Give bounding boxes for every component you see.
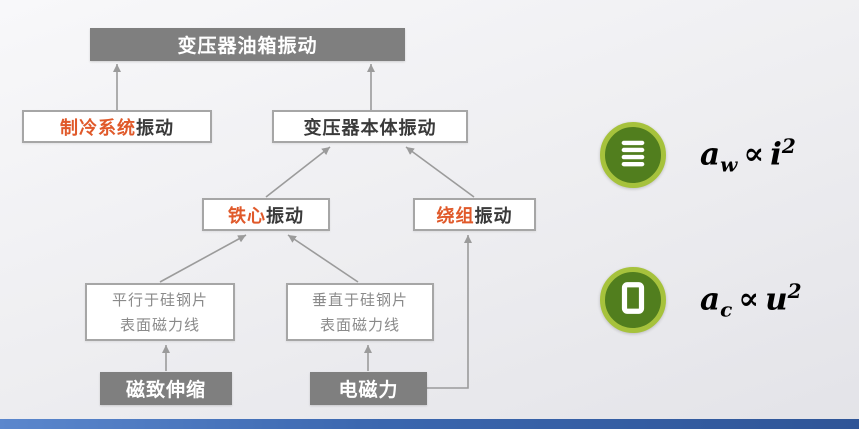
footer-accent-bar	[0, 419, 859, 429]
core-label-suffix: 振动	[266, 205, 304, 226]
formula-core: ac∝u2	[700, 279, 802, 322]
flow-node-winding: 绕组振动	[413, 198, 536, 231]
legend-core-formula-row: ac∝u2	[600, 267, 802, 333]
flow-node-magnetostriction: 磁致伸缩	[100, 372, 232, 405]
flow-node-core: 铁心振动	[202, 198, 330, 231]
connector-winding-to-body	[405, 146, 475, 198]
cooling-label-accent: 制冷系统	[60, 117, 136, 138]
connector-parallel-to-core	[159, 234, 247, 283]
flow-node-tank: 变压器油箱振动	[90, 28, 405, 61]
em-force-label: 电磁力	[338, 380, 399, 401]
parallel-line1: 平行于硅钢片	[111, 292, 208, 309]
legend-badge-winding	[600, 122, 666, 188]
cooling-label-suffix: 振动	[136, 117, 174, 138]
legend-badge-core	[600, 267, 666, 333]
formula-core-rhs: u	[765, 281, 788, 318]
connector-core-to-body	[265, 146, 331, 198]
formula-winding-lhs: a	[700, 136, 721, 173]
perpendicular-line2: 表面磁力线	[319, 317, 400, 334]
formula-core-lhs: a	[700, 281, 721, 318]
formula-core-exp: 2	[787, 278, 802, 303]
flow-node-em-force: 电磁力	[310, 372, 427, 405]
legend-winding-formula-row: aw∝i2	[600, 122, 796, 188]
formula-winding: aw∝i2	[700, 134, 796, 177]
proportional-symbol: ∝	[738, 281, 760, 318]
connector-perpendicular-to-core	[287, 234, 359, 283]
core-frame-icon	[616, 281, 650, 320]
winding-label-suffix: 振动	[474, 205, 513, 226]
magnetostriction-label: 磁致伸缩	[125, 380, 206, 401]
formula-winding-sub: w	[720, 152, 738, 177]
core-label-accent: 铁心	[228, 205, 266, 226]
flow-node-cooling: 制冷系统振动	[22, 110, 212, 143]
flow-node-body: 变压器本体振动	[272, 110, 468, 143]
perpendicular-line1: 垂直于硅钢片	[311, 292, 408, 309]
connector-emforce-to-winding	[427, 235, 472, 389]
formula-winding-rhs: i	[770, 136, 782, 173]
formula-core-sub: c	[720, 297, 733, 322]
winding-label-accent: 绕组	[436, 205, 475, 226]
proportional-symbol: ∝	[743, 136, 765, 173]
parallel-line2: 表面磁力线	[119, 317, 200, 334]
flow-node-parallel-flux: 平行于硅钢片 表面磁力线	[85, 283, 235, 341]
winding-coil-icon	[616, 136, 650, 175]
body-label: 变压器本体振动	[303, 117, 437, 138]
formula-winding-exp: 2	[781, 133, 796, 158]
flow-node-perpendicular-flux: 垂直于硅钢片 表面磁力线	[286, 283, 434, 341]
tank-label: 变压器油箱振动	[177, 36, 318, 57]
